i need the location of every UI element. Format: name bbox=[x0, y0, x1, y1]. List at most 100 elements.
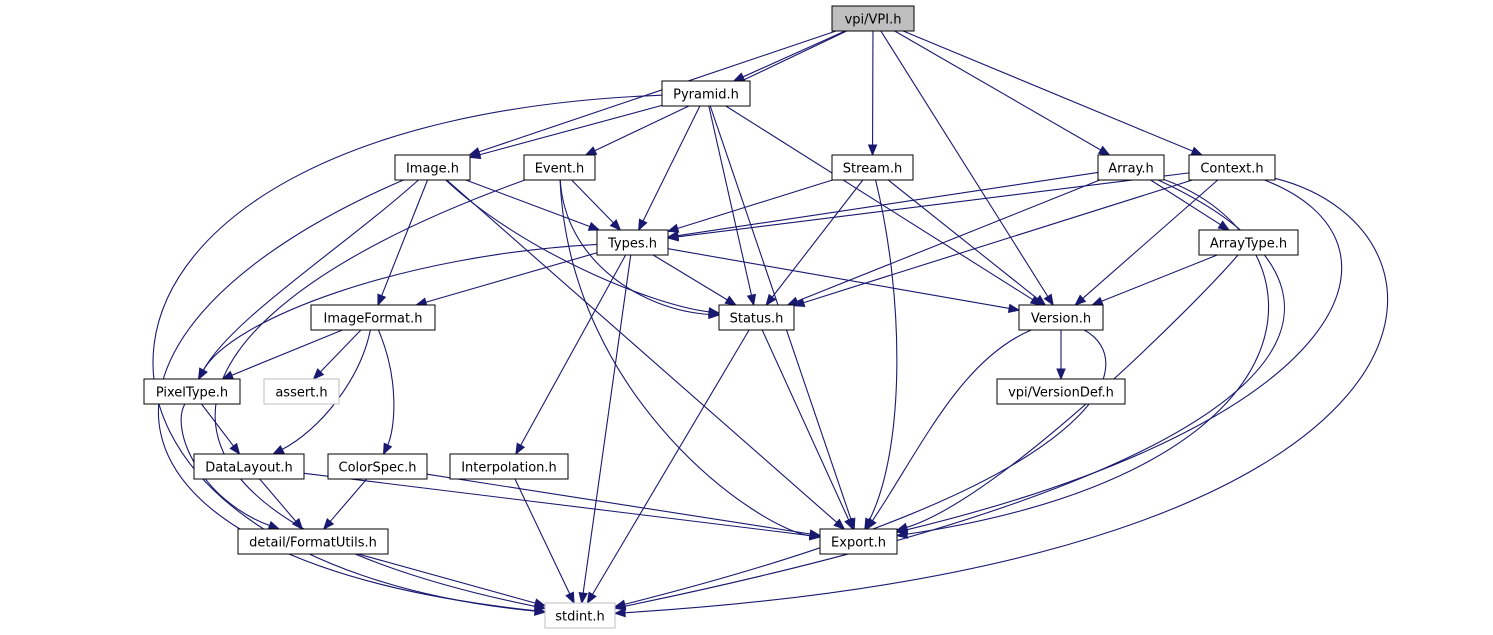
edge-types-to-pixeltype bbox=[202, 243, 598, 372]
node-label: Stream.h bbox=[843, 162, 902, 177]
edge-image-to-pixeltype bbox=[202, 179, 419, 372]
edge-context-to-stdint bbox=[623, 177, 1388, 614]
arrowhead-vpi_h-to-context bbox=[1190, 146, 1204, 156]
node-box bbox=[394, 154, 471, 181]
edge-pyramid-to-stdint bbox=[152, 94, 663, 612]
edge-types-to-status bbox=[652, 254, 729, 301]
node-types[interactable]: Types.h bbox=[596, 229, 669, 256]
node-box bbox=[596, 229, 669, 256]
node-label: vpi/VersionDef.h bbox=[1008, 386, 1114, 401]
arrowhead-version-to-stdint bbox=[613, 599, 627, 609]
arrowhead-formatutils-to-stdint bbox=[533, 598, 547, 608]
node-box bbox=[449, 453, 569, 480]
edge-imageformat-to-pixeltype bbox=[230, 329, 343, 377]
node-label: vpi/VPI.h bbox=[845, 13, 902, 28]
node-box bbox=[143, 378, 241, 405]
node-label: Types.h bbox=[607, 237, 657, 252]
node-version[interactable]: Version.h bbox=[1018, 304, 1104, 331]
node-label: ColorSpec.h bbox=[339, 461, 417, 476]
edge-array-to-types bbox=[676, 171, 1099, 237]
edge-event-to-stdint bbox=[214, 179, 537, 608]
arrowhead-stream-to-version bbox=[1034, 294, 1047, 306]
arrowhead-types-to-interpolation bbox=[515, 442, 526, 456]
edge-pyramid-to-image bbox=[478, 104, 663, 156]
node-label: Interpolation.h bbox=[461, 461, 557, 476]
node-export[interactable]: Export.h bbox=[819, 528, 898, 555]
arrowhead-arraytype-to-version bbox=[1091, 296, 1104, 306]
node-stream[interactable]: Stream.h bbox=[831, 154, 914, 181]
arrowhead-event-to-types bbox=[609, 219, 622, 231]
arrowhead-context-to-stdint bbox=[613, 607, 626, 618]
node-interpolation[interactable]: Interpolation.h bbox=[449, 453, 569, 480]
node-datalayout[interactable]: DataLayout.h bbox=[193, 453, 305, 480]
edge-pyramid-to-version bbox=[725, 105, 1034, 301]
edge-imageformat-to-assert bbox=[319, 329, 362, 373]
node-versiondef[interactable]: vpi/VersionDef.h bbox=[996, 378, 1126, 405]
edge-array-to-arraytype bbox=[1150, 179, 1222, 226]
arrowhead-types-to-version bbox=[1007, 303, 1021, 314]
node-box bbox=[996, 378, 1126, 405]
node-label: Status.h bbox=[730, 312, 784, 327]
edge-pyramid-to-status bbox=[708, 105, 753, 297]
edge-image-to-stdint bbox=[157, 179, 537, 612]
arrowhead-imageformat-to-datalayout bbox=[272, 444, 285, 455]
node-image[interactable]: Image.h bbox=[394, 154, 471, 181]
node-pyramid[interactable]: Pyramid.h bbox=[661, 80, 751, 107]
node-formatutils[interactable]: detail/FormatUtils.h bbox=[237, 528, 389, 555]
node-label: detail/FormatUtils.h bbox=[249, 536, 377, 551]
edge-stream-to-export bbox=[868, 179, 898, 522]
node-label: Context.h bbox=[1200, 162, 1263, 177]
arrowhead-context-to-version bbox=[1074, 294, 1087, 306]
node-box bbox=[237, 528, 389, 555]
edge-image-to-export bbox=[446, 179, 838, 524]
node-vpi_h[interactable]: vpi/VPI.h bbox=[831, 5, 915, 32]
node-status[interactable]: Status.h bbox=[718, 304, 795, 331]
edge-context-to-version bbox=[1081, 179, 1219, 300]
arrowhead-colorspec-to-formatutils bbox=[322, 517, 335, 531]
arrowhead-pyramid-to-status bbox=[746, 293, 756, 307]
node-box bbox=[1097, 154, 1165, 181]
edge-arraytype-to-version bbox=[1100, 254, 1218, 303]
arrowhead-types-to-status bbox=[724, 295, 737, 306]
edge-datalayout-to-formatutils bbox=[259, 478, 297, 523]
edge-context-to-export bbox=[905, 179, 1343, 531]
arrowhead-colorspec-to-export bbox=[808, 529, 822, 539]
arrowhead-pixeltype-to-datalayout bbox=[229, 442, 241, 456]
edge-vpi_h-to-context bbox=[902, 30, 1194, 153]
edge-vpi_h-to-image bbox=[477, 30, 837, 153]
node-box bbox=[310, 304, 436, 331]
node-event[interactable]: Event.h bbox=[523, 154, 596, 181]
arrowhead-pyramid-to-types bbox=[638, 218, 648, 232]
node-colorspec[interactable]: ColorSpec.h bbox=[327, 453, 428, 480]
arrowhead-datalayout-to-formatutils bbox=[291, 517, 304, 531]
node-label: PixelType.h bbox=[156, 386, 228, 401]
edge-event-to-export bbox=[559, 179, 812, 537]
node-box bbox=[263, 378, 340, 405]
node-box bbox=[1188, 154, 1276, 181]
arrowhead-context-to-status bbox=[792, 297, 806, 308]
arrowhead-vpi_h-to-version bbox=[1043, 293, 1054, 307]
node-label: Event.h bbox=[535, 162, 585, 177]
arrowhead-pixeltype-to-formatutils bbox=[267, 520, 281, 530]
node-box bbox=[193, 453, 305, 480]
node-context[interactable]: Context.h bbox=[1188, 154, 1276, 181]
edge-context-to-status bbox=[802, 179, 1193, 304]
node-array[interactable]: Array.h bbox=[1097, 154, 1165, 181]
node-imageformat[interactable]: ImageFormat.h bbox=[310, 304, 436, 331]
edge-formatutils-to-stdint bbox=[357, 553, 537, 604]
edges-layer bbox=[152, 30, 1388, 618]
node-pixeltype[interactable]: PixelType.h bbox=[143, 378, 241, 405]
edge-status-to-export bbox=[761, 329, 850, 522]
node-arraytype[interactable]: ArrayType.h bbox=[1198, 229, 1299, 256]
arrowhead-image-to-types bbox=[587, 221, 601, 231]
arrowhead-image-to-imageformat bbox=[377, 293, 387, 307]
node-label: Pyramid.h bbox=[673, 88, 739, 103]
edge-vpi_h-to-array bbox=[894, 30, 1102, 151]
edge-version-to-export bbox=[871, 329, 1032, 522]
edge-colorspec-to-formatutils bbox=[329, 478, 368, 523]
edge-pyramid-to-types bbox=[642, 105, 701, 223]
node-label: Export.h bbox=[831, 536, 886, 551]
arrowhead-event-to-status bbox=[708, 309, 721, 320]
